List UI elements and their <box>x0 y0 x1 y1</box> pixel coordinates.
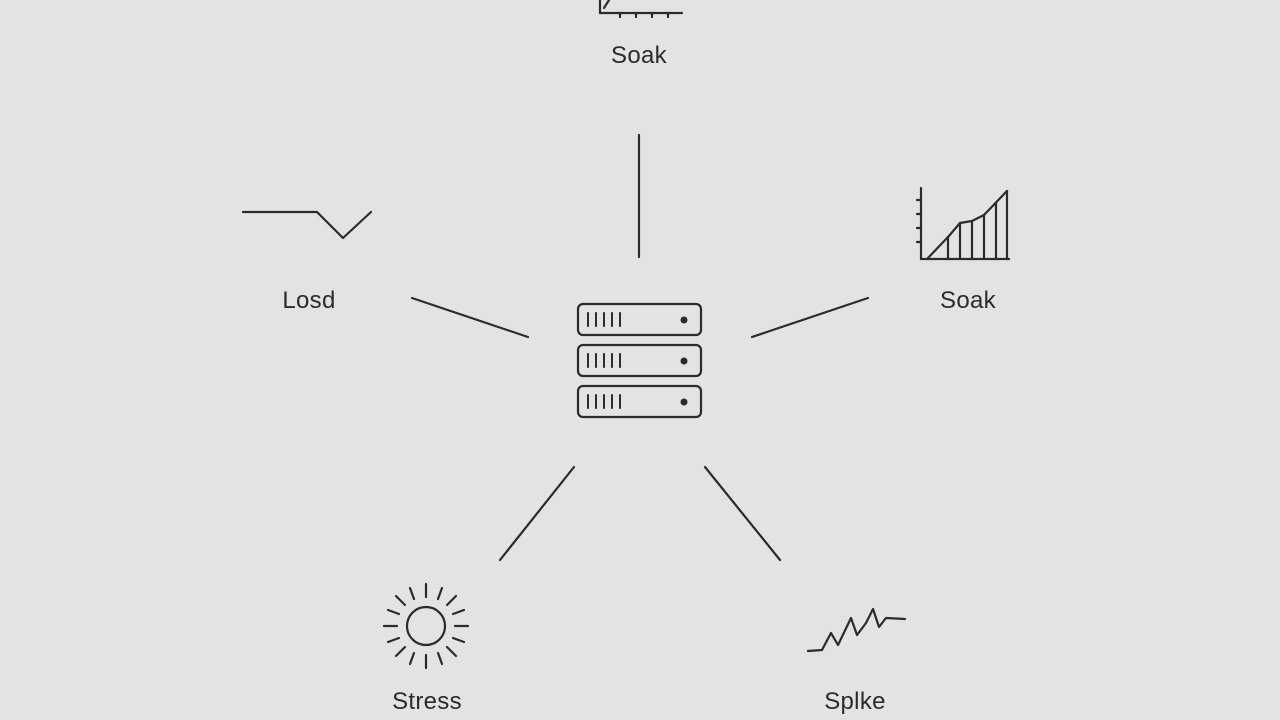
node-label-left: Losd <box>282 287 336 314</box>
node-label-top: Soak <box>611 42 667 69</box>
connector-bottom-left <box>498 465 576 562</box>
connector-right <box>750 296 870 339</box>
node-label-bottom-left: Stress <box>392 688 462 715</box>
bar-chart-icon <box>915 186 1011 261</box>
dip-line-icon <box>241 210 373 240</box>
line-chart-icon <box>598 0 684 19</box>
connector-bottom-right <box>703 465 782 562</box>
node-label-bottom-right: Splke <box>824 688 886 715</box>
server-rack-icon <box>576 302 703 419</box>
connector-left <box>410 296 530 339</box>
sun-icon <box>382 582 470 670</box>
node-label-right: Soak <box>940 287 996 314</box>
spike-line-icon <box>806 607 907 653</box>
